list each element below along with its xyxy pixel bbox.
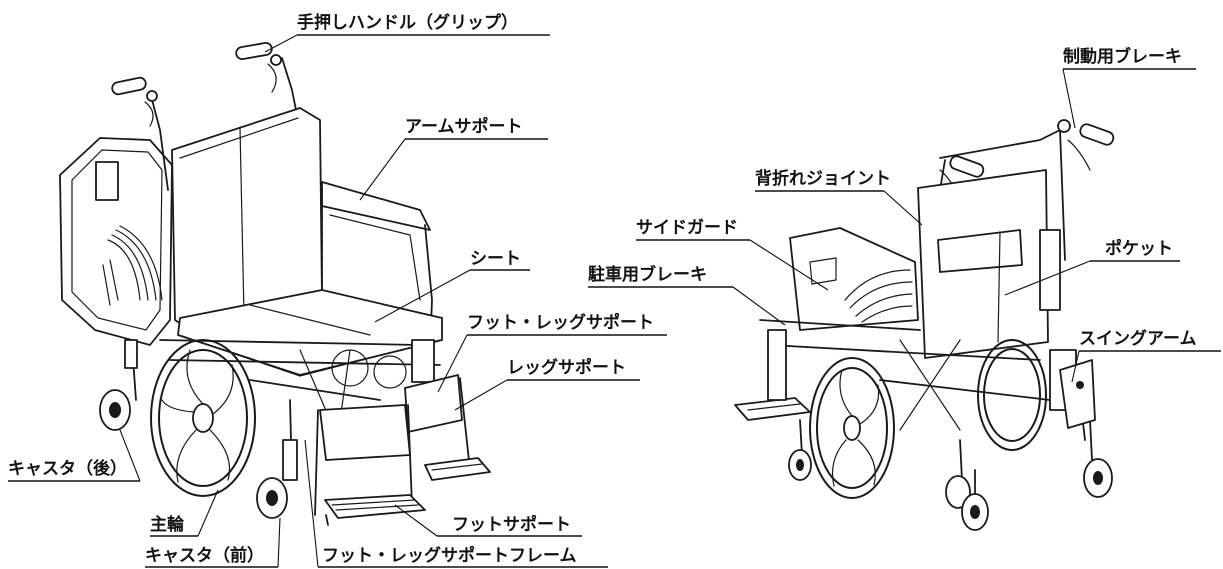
main-wheel-left bbox=[150, 339, 256, 497]
wheelchair-rear-view bbox=[734, 119, 1115, 531]
label-caster-front: キャスタ（前） bbox=[145, 517, 281, 568]
label-service-brake-text: 制動用ブレーキ bbox=[1063, 46, 1182, 67]
label-foot-support-text: フットサポート bbox=[452, 514, 571, 535]
label-main-wheel: 主輪 bbox=[150, 489, 219, 537]
wheelchair-front-view bbox=[59, 42, 491, 526]
label-hand-grip: 手押しハンドル（グリップ） bbox=[264, 12, 550, 53]
label-side-guard-text: サイドガード bbox=[636, 218, 738, 238]
rear-backrest bbox=[917, 169, 1049, 359]
rear-foot-plate bbox=[734, 329, 811, 421]
label-main-wheel-text: 主輪 bbox=[150, 514, 185, 535]
label-backrest-joint-text: 背折れジョイント bbox=[755, 168, 891, 189]
rear-caster-left bbox=[99, 339, 138, 431]
label-caster-rear-text: キャスタ（後） bbox=[8, 458, 127, 479]
label-hand-grip-text: 手押しハンドル（グリップ） bbox=[297, 12, 518, 33]
label-side-guard: サイドガード bbox=[636, 218, 829, 291]
label-swing-arm: スイングアーム bbox=[1071, 328, 1221, 383]
label-seat-text: シート bbox=[470, 249, 521, 269]
label-leg-support-text: レッグサポート bbox=[507, 357, 626, 378]
main-wheel-rear-left bbox=[809, 357, 895, 499]
label-seat: シート bbox=[374, 249, 530, 323]
label-pocket: ポケット bbox=[1004, 238, 1180, 296]
label-parking-brake: 駐車用ブレーキ bbox=[588, 264, 786, 326]
label-caster-front-text: キャスタ（前） bbox=[145, 545, 264, 566]
side-guard bbox=[789, 227, 919, 331]
label-pocket-text: ポケット bbox=[1105, 238, 1173, 259]
label-service-brake: 制動用ブレーキ bbox=[1062, 46, 1196, 129]
label-backrest-joint: 背折れジョイント bbox=[755, 168, 923, 226]
label-parking-brake-text: 駐車用ブレーキ bbox=[588, 264, 707, 285]
label-arm-support: アームサポート bbox=[359, 116, 548, 201]
seat bbox=[177, 289, 443, 377]
label-foot-leg-support-text: フット・レッグサポート bbox=[467, 312, 654, 333]
label-foot-support: フットサポート bbox=[394, 504, 582, 537]
label-foot-leg-support-frame-text: フット・レッグサポートフレーム bbox=[322, 545, 577, 566]
label-foot-leg-support: フット・レッグサポート bbox=[437, 312, 667, 393]
label-caster-rear: キャスタ（後） bbox=[8, 429, 141, 482]
swing-arm-part bbox=[1059, 359, 1096, 429]
leg-and-foot-supports bbox=[314, 374, 491, 526]
rear-frame bbox=[759, 229, 1086, 441]
label-swing-arm-text: スイングアーム bbox=[1079, 328, 1196, 349]
label-arm-support-text: アームサポート bbox=[405, 116, 522, 137]
rear-casters bbox=[788, 419, 1113, 531]
folded-side-panel bbox=[59, 137, 173, 346]
main-wheel-rear-right bbox=[977, 339, 1047, 451]
push-handles bbox=[111, 42, 301, 191]
label-leg-support: レッグサポート bbox=[454, 357, 640, 411]
front-caster-left bbox=[256, 399, 298, 519]
label-foot-leg-support-frame: フット・レッグサポートフレーム bbox=[304, 439, 608, 568]
